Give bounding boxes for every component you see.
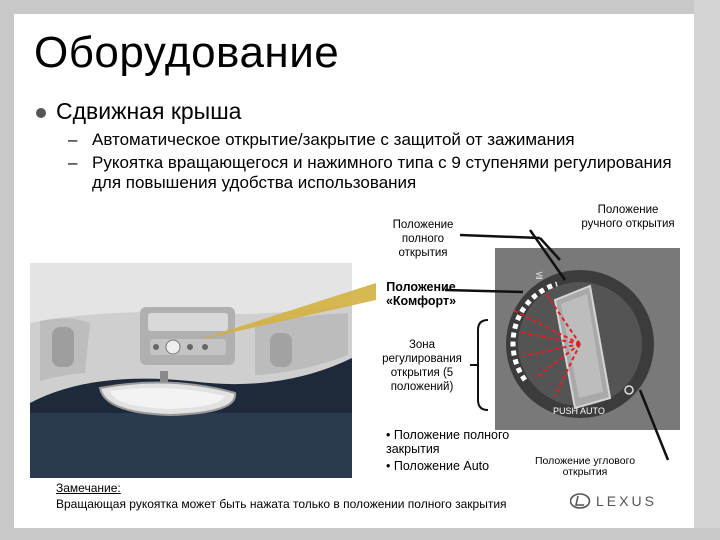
label-zone: Зона регулирования открытия (5 положений… — [382, 339, 462, 393]
note-text: Вращающая рукоятка может быть нажата тол… — [56, 497, 507, 511]
label-comfort: Положение «Комфорт» — [385, 280, 457, 308]
subitem-text: Рукоятка вращающегося и нажимного типа с… — [92, 153, 672, 192]
main-bullet-text: Сдвижная крыша — [56, 98, 242, 124]
lexus-logo-text: LEXUS — [596, 493, 657, 509]
note: Замечание: Вращающая рукоятка может быть… — [56, 480, 507, 512]
bullet-dot — [36, 107, 46, 118]
dial-photo: PUSH AUTO ≦ — [495, 248, 680, 430]
frame-left — [0, 0, 14, 540]
subitem-text: Автоматическое открытие/закрытие с защит… — [92, 130, 575, 149]
label-full-open: Положение полного открытия — [392, 219, 454, 259]
lexus-logo: LEXUS — [569, 491, 682, 516]
label-tilt: Положение углового открытия — [534, 455, 636, 478]
main-bullet: Сдвижная крыша — [36, 98, 241, 125]
label-manual-open: Положение ручного открытия — [581, 204, 675, 230]
label-auto: • Положение Auto — [386, 459, 490, 473]
label-full-close: • Положение полного закрытия — [386, 428, 510, 456]
frame-bottom — [0, 528, 720, 540]
car-interior-photo — [30, 263, 352, 478]
subitem-dash: – — [68, 153, 78, 172]
frame-right — [694, 0, 720, 540]
dial-open-mark: ≦ — [535, 270, 543, 281]
frame-top — [0, 0, 720, 14]
slide-title: Оборудование — [34, 28, 340, 77]
note-heading: Замечание: — [56, 481, 121, 495]
subitem-dash: – — [68, 130, 78, 149]
dial-push-auto-text: PUSH AUTO — [553, 406, 605, 416]
